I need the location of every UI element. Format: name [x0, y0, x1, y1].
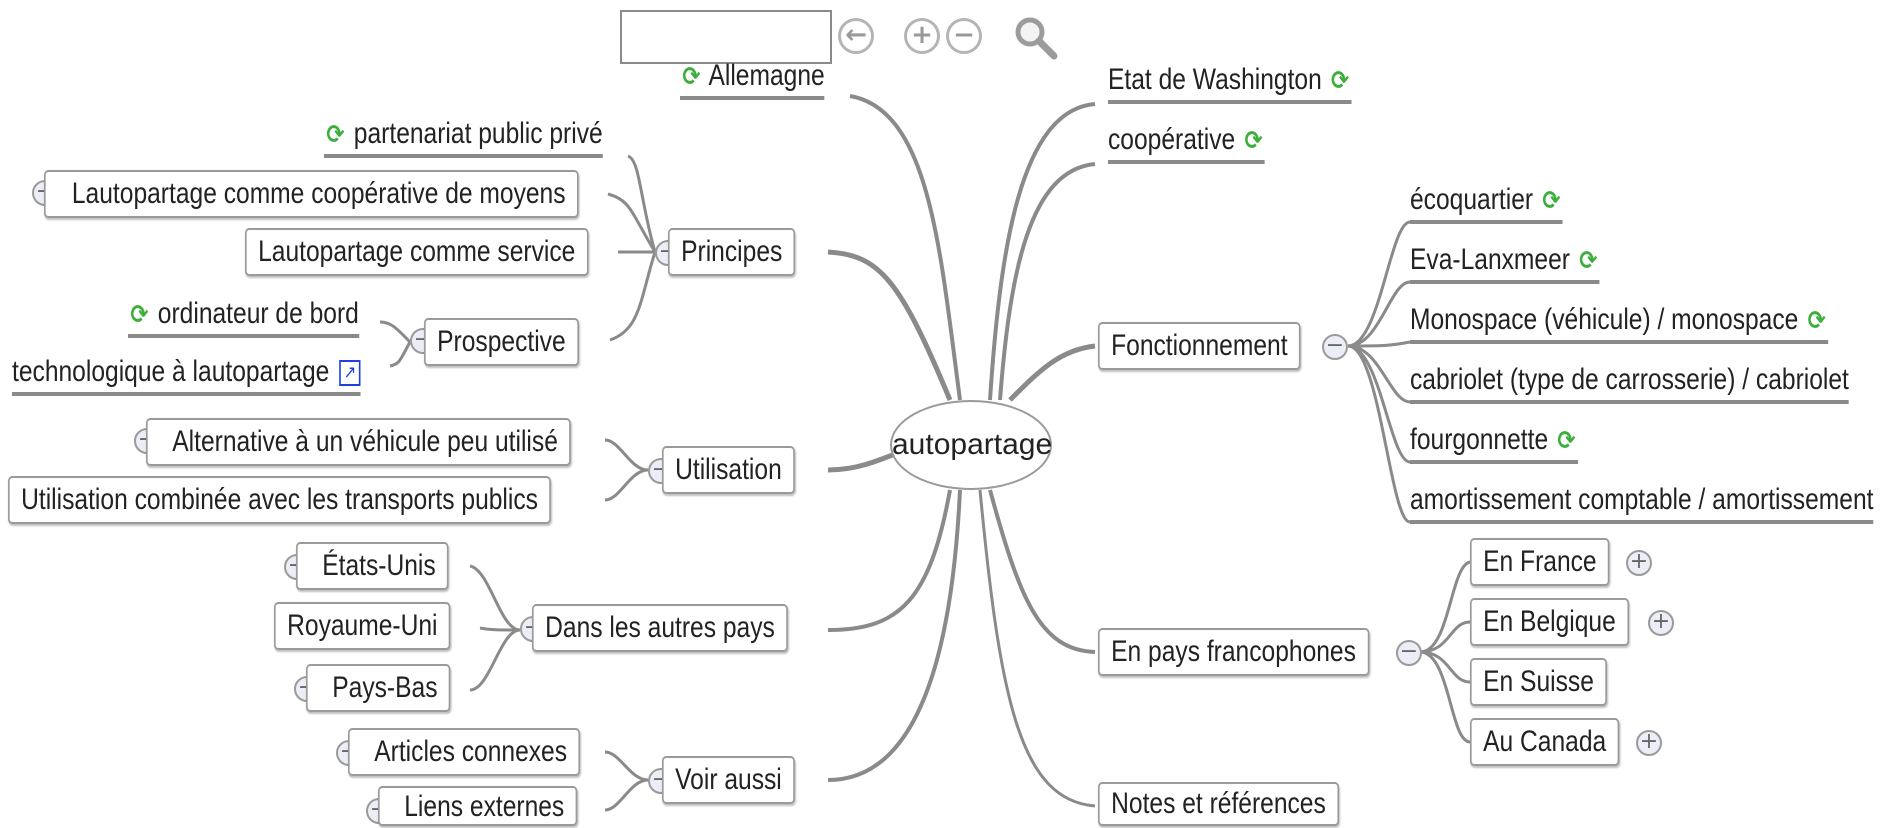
root-node[interactable]: autopartage: [890, 400, 1052, 490]
node-label: Allemagne: [708, 59, 825, 92]
node-label: Lautopartage comme service: [258, 235, 576, 268]
node-label: Fonctionnement: [1111, 329, 1288, 362]
search-input[interactable]: [620, 10, 832, 64]
magnifier-icon[interactable]: [1012, 14, 1058, 60]
node-allemagne[interactable]: ⟳ Allemagne: [680, 52, 825, 100]
node-label: Monospace (véhicule) / monospace: [1410, 303, 1799, 336]
node-autres-pays[interactable]: Dans les autres pays: [532, 604, 788, 652]
node-articles-connexes[interactable]: Articles connexes: [348, 728, 581, 776]
node-label: fourgonnette: [1410, 423, 1549, 456]
wiki-refresh-icon[interactable]: ⟳: [130, 300, 149, 331]
node-en-suisse[interactable]: En Suisse: [1470, 658, 1608, 706]
wiki-refresh-icon[interactable]: ⟳: [1807, 306, 1826, 337]
node-eva-lanxmeer[interactable]: Eva-Lanxmeer ⟳: [1410, 236, 1600, 284]
node-prospective[interactable]: Prospective: [424, 318, 579, 366]
node-label: Alternative à un véhicule peu utilisé: [172, 425, 558, 458]
node-alternative[interactable]: Alternative à un véhicule peu utilisé: [146, 418, 572, 466]
node-label: Dans les autres pays: [545, 611, 775, 644]
node-label: En pays francophones: [1111, 635, 1356, 668]
node-etats-unis[interactable]: États-Unis: [296, 542, 449, 590]
node-en-belgique[interactable]: En Belgique: [1470, 598, 1629, 646]
collapse-toggle[interactable]: −: [1322, 334, 1348, 360]
node-label: Utilisation: [675, 453, 782, 486]
wiki-refresh-icon[interactable]: ⟳: [1542, 186, 1561, 217]
minus-icon: −: [953, 20, 975, 50]
node-au-canada[interactable]: Au Canada: [1470, 718, 1620, 766]
node-monospace[interactable]: Monospace (véhicule) / monospace ⟳: [1410, 296, 1829, 344]
back-button[interactable]: ←: [838, 18, 874, 54]
node-liens-externes[interactable]: Liens externes: [378, 786, 578, 826]
node-label: Voir aussi: [675, 763, 782, 796]
node-utilisation[interactable]: Utilisation: [662, 446, 795, 494]
node-etat-de-washington[interactable]: Etat de Washington ⟳: [1108, 56, 1352, 104]
node-notes-references[interactable]: Notes et références: [1098, 782, 1339, 826]
node-voir-aussi[interactable]: Voir aussi: [662, 756, 795, 804]
external-link-icon[interactable]: ↗: [339, 360, 361, 387]
node-label: Articles connexes: [374, 735, 568, 768]
node-label: Royaume-Uni: [287, 609, 438, 642]
zoom-out-button[interactable]: −: [946, 18, 982, 54]
node-label: En Suisse: [1483, 665, 1594, 698]
collapse-toggle[interactable]: −: [1396, 640, 1422, 666]
wiki-refresh-icon[interactable]: ⟳: [1244, 126, 1263, 157]
expand-toggle[interactable]: +: [1636, 730, 1662, 756]
node-ordinateur-de-bord[interactable]: ⟳ ordinateur de bord: [128, 290, 359, 338]
expand-toggle[interactable]: +: [1648, 610, 1674, 636]
node-label: Pays-Bas: [332, 671, 438, 704]
node-label: Principes: [681, 235, 783, 268]
node-partenariat-public-prive[interactable]: ⟳ partenariat public privé: [324, 110, 603, 158]
node-label: Notes et références: [1111, 787, 1326, 820]
node-label: Prospective: [437, 325, 566, 358]
node-ecoquartier[interactable]: écoquartier ⟳: [1410, 176, 1563, 224]
node-service[interactable]: Lautopartage comme service: [245, 228, 589, 276]
node-label: En Belgique: [1483, 605, 1616, 638]
node-pays-francophones[interactable]: En pays francophones: [1098, 628, 1370, 676]
plus-icon: +: [911, 20, 933, 50]
node-label: cabriolet (type de carrosserie) / cabrio…: [1410, 363, 1849, 396]
node-label: En France: [1483, 545, 1597, 578]
arrow-left-icon: ←: [845, 20, 867, 50]
node-label: Lautopartage comme coopérative de moyens: [71, 177, 566, 210]
node-cooperative[interactable]: coopérative ⟳: [1108, 116, 1265, 164]
node-label: Liens externes: [404, 790, 565, 823]
node-coop-moyens[interactable]: Lautopartage comme coopérative de moyens: [44, 170, 579, 218]
node-amortissement[interactable]: amortissement comptable / amortissement: [1410, 476, 1874, 524]
node-principes[interactable]: Principes: [668, 228, 796, 276]
node-label: Eva-Lanxmeer: [1410, 243, 1570, 276]
node-label: amortissement comptable / amortissement: [1410, 483, 1874, 516]
wiki-refresh-icon[interactable]: ⟳: [1331, 66, 1350, 97]
node-royaume-uni[interactable]: Royaume-Uni: [274, 602, 451, 650]
node-label: coopérative: [1108, 123, 1236, 156]
node-label: ordinateur de bord: [157, 297, 359, 330]
node-label: Utilisation combinée avec les transports…: [21, 483, 538, 516]
node-label: écoquartier: [1410, 183, 1534, 216]
wiki-refresh-icon[interactable]: ⟳: [1557, 426, 1576, 457]
node-en-france[interactable]: En France: [1470, 538, 1610, 586]
node-label: Au Canada: [1483, 725, 1607, 758]
node-fonctionnement[interactable]: Fonctionnement: [1098, 322, 1301, 370]
node-label: technologique à lautopartage: [12, 355, 330, 388]
expand-toggle[interactable]: +: [1626, 550, 1652, 576]
wiki-refresh-icon[interactable]: ⟳: [1579, 246, 1598, 277]
node-combinee[interactable]: Utilisation combinée avec les transports…: [8, 476, 552, 524]
node-technologique[interactable]: technologique à lautopartage ↗: [12, 348, 361, 396]
node-label: États-Unis: [322, 549, 436, 582]
node-cabriolet[interactable]: cabriolet (type de carrosserie) / cabrio…: [1410, 356, 1849, 404]
node-fourgonnette[interactable]: fourgonnette ⟳: [1410, 416, 1578, 464]
zoom-in-button[interactable]: +: [904, 18, 940, 54]
node-pays-bas[interactable]: Pays-Bas: [306, 664, 451, 712]
node-label: Etat de Washington: [1108, 63, 1322, 96]
node-label: partenariat public privé: [353, 117, 603, 150]
wiki-refresh-icon[interactable]: ⟳: [682, 62, 701, 93]
wiki-refresh-icon[interactable]: ⟳: [326, 120, 345, 151]
